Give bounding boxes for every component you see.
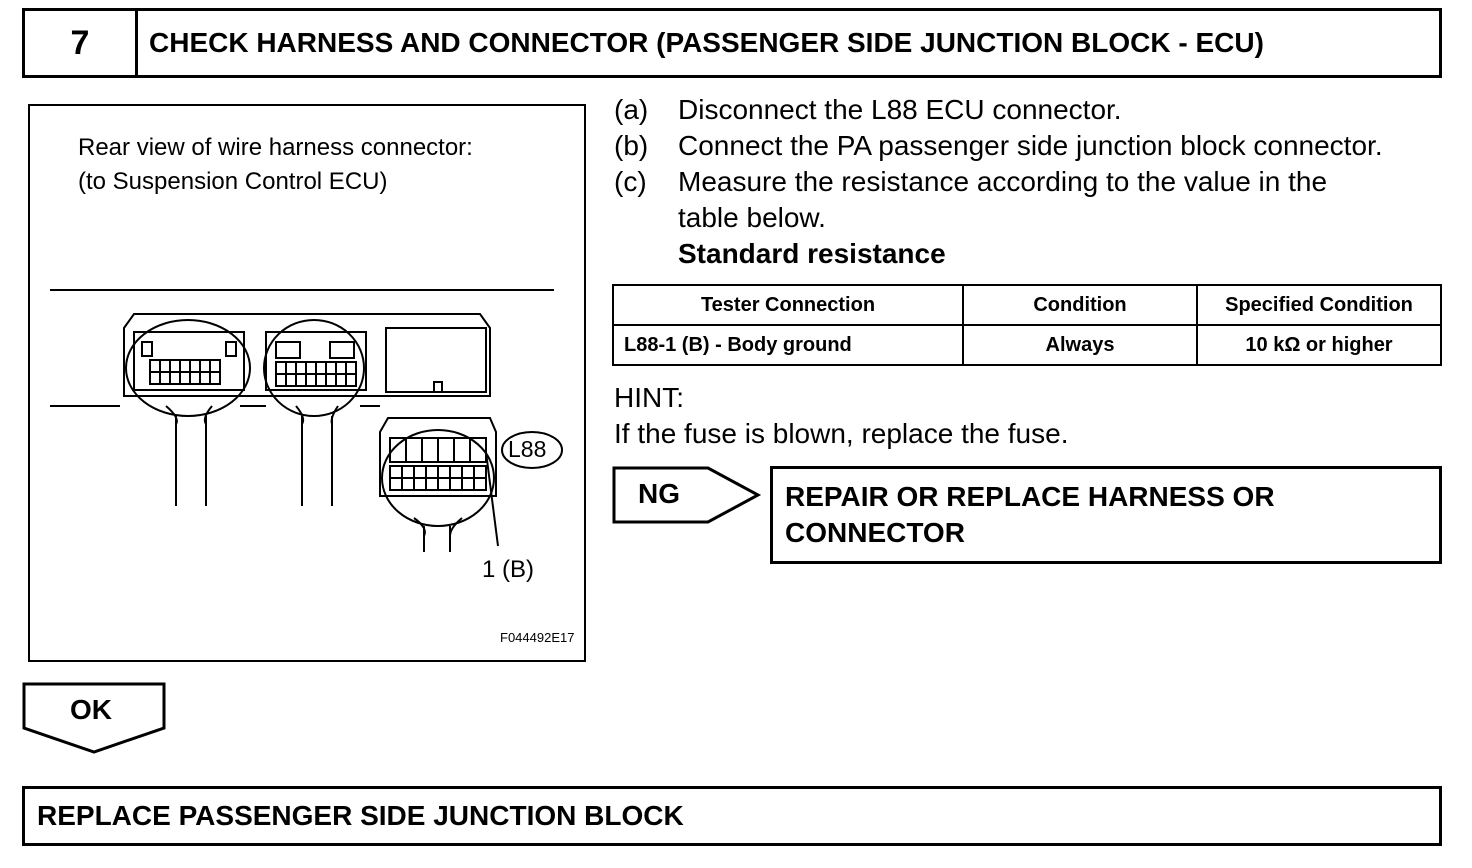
hint-text: If the fuse is blown, replace the fuse.: [614, 418, 1069, 449]
spec-table: Tester Connection Condition Specified Co…: [612, 284, 1442, 366]
ok-label: OK: [70, 694, 112, 725]
step-c-text: Measure the resistance according to the …: [678, 166, 1328, 197]
table-row: L88-1 (B) - Body ground Always 10 kΩ or …: [612, 324, 1442, 366]
step-c-letter: (c): [614, 166, 647, 197]
ng-result-text: REPAIR OR REPLACE HARNESS OR CONNECTOR: [785, 479, 1385, 551]
ng-arrow: [612, 466, 762, 524]
ng-result-line2: CONNECTOR: [785, 517, 965, 548]
step-b-text: Connect the PA passenger side junction b…: [678, 130, 1383, 161]
figure-caption-line2: (to Suspension Control ECU): [78, 168, 388, 195]
step-c-text-cont: table below.: [678, 202, 826, 233]
table-cell: 10 kΩ or higher: [1196, 324, 1442, 366]
step-a-letter: (a): [614, 94, 649, 125]
step-number: 7: [25, 11, 138, 75]
final-action-box: REPLACE PASSENGER SIDE JUNCTION BLOCK: [22, 786, 1442, 846]
standard-label: Standard resistance: [678, 238, 946, 269]
table-header: Specified Condition: [1196, 284, 1442, 326]
table-header: Condition: [962, 284, 1198, 326]
ng-result-box: REPAIR OR REPLACE HARNESS OR CONNECTOR: [770, 466, 1442, 564]
table-cell: Always: [962, 324, 1198, 366]
step-header: 7 CHECK HARNESS AND CONNECTOR (PASSENGER…: [22, 8, 1442, 78]
ok-arrow: [22, 682, 166, 754]
figure-caption-line1: Rear view of wire harness connector:: [78, 134, 473, 161]
final-action-text: REPLACE PASSENGER SIDE JUNCTION BLOCK: [37, 800, 684, 831]
table-header-row: Tester Connection Condition Specified Co…: [612, 284, 1442, 326]
hint-label: HINT:: [614, 382, 684, 413]
connector-figure: Rear view of wire harness connector: (to…: [28, 104, 586, 662]
table-header: Tester Connection: [612, 284, 964, 326]
figure-code: F044492E17: [500, 630, 575, 645]
connector-diagram: [50, 289, 563, 552]
ng-label: NG: [638, 478, 680, 509]
pin-label: 1 (B): [482, 556, 535, 583]
table-cell: L88-1 (B) - Body ground: [612, 324, 964, 366]
step-a-text: Disconnect the L88 ECU connector.: [678, 94, 1122, 125]
connector-label-l88: L88: [508, 436, 547, 462]
ng-result-line1: REPAIR OR REPLACE HARNESS OR: [785, 481, 1275, 512]
step-title: CHECK HARNESS AND CONNECTOR (PASSENGER S…: [149, 27, 1264, 58]
step-b-letter: (b): [614, 130, 649, 161]
